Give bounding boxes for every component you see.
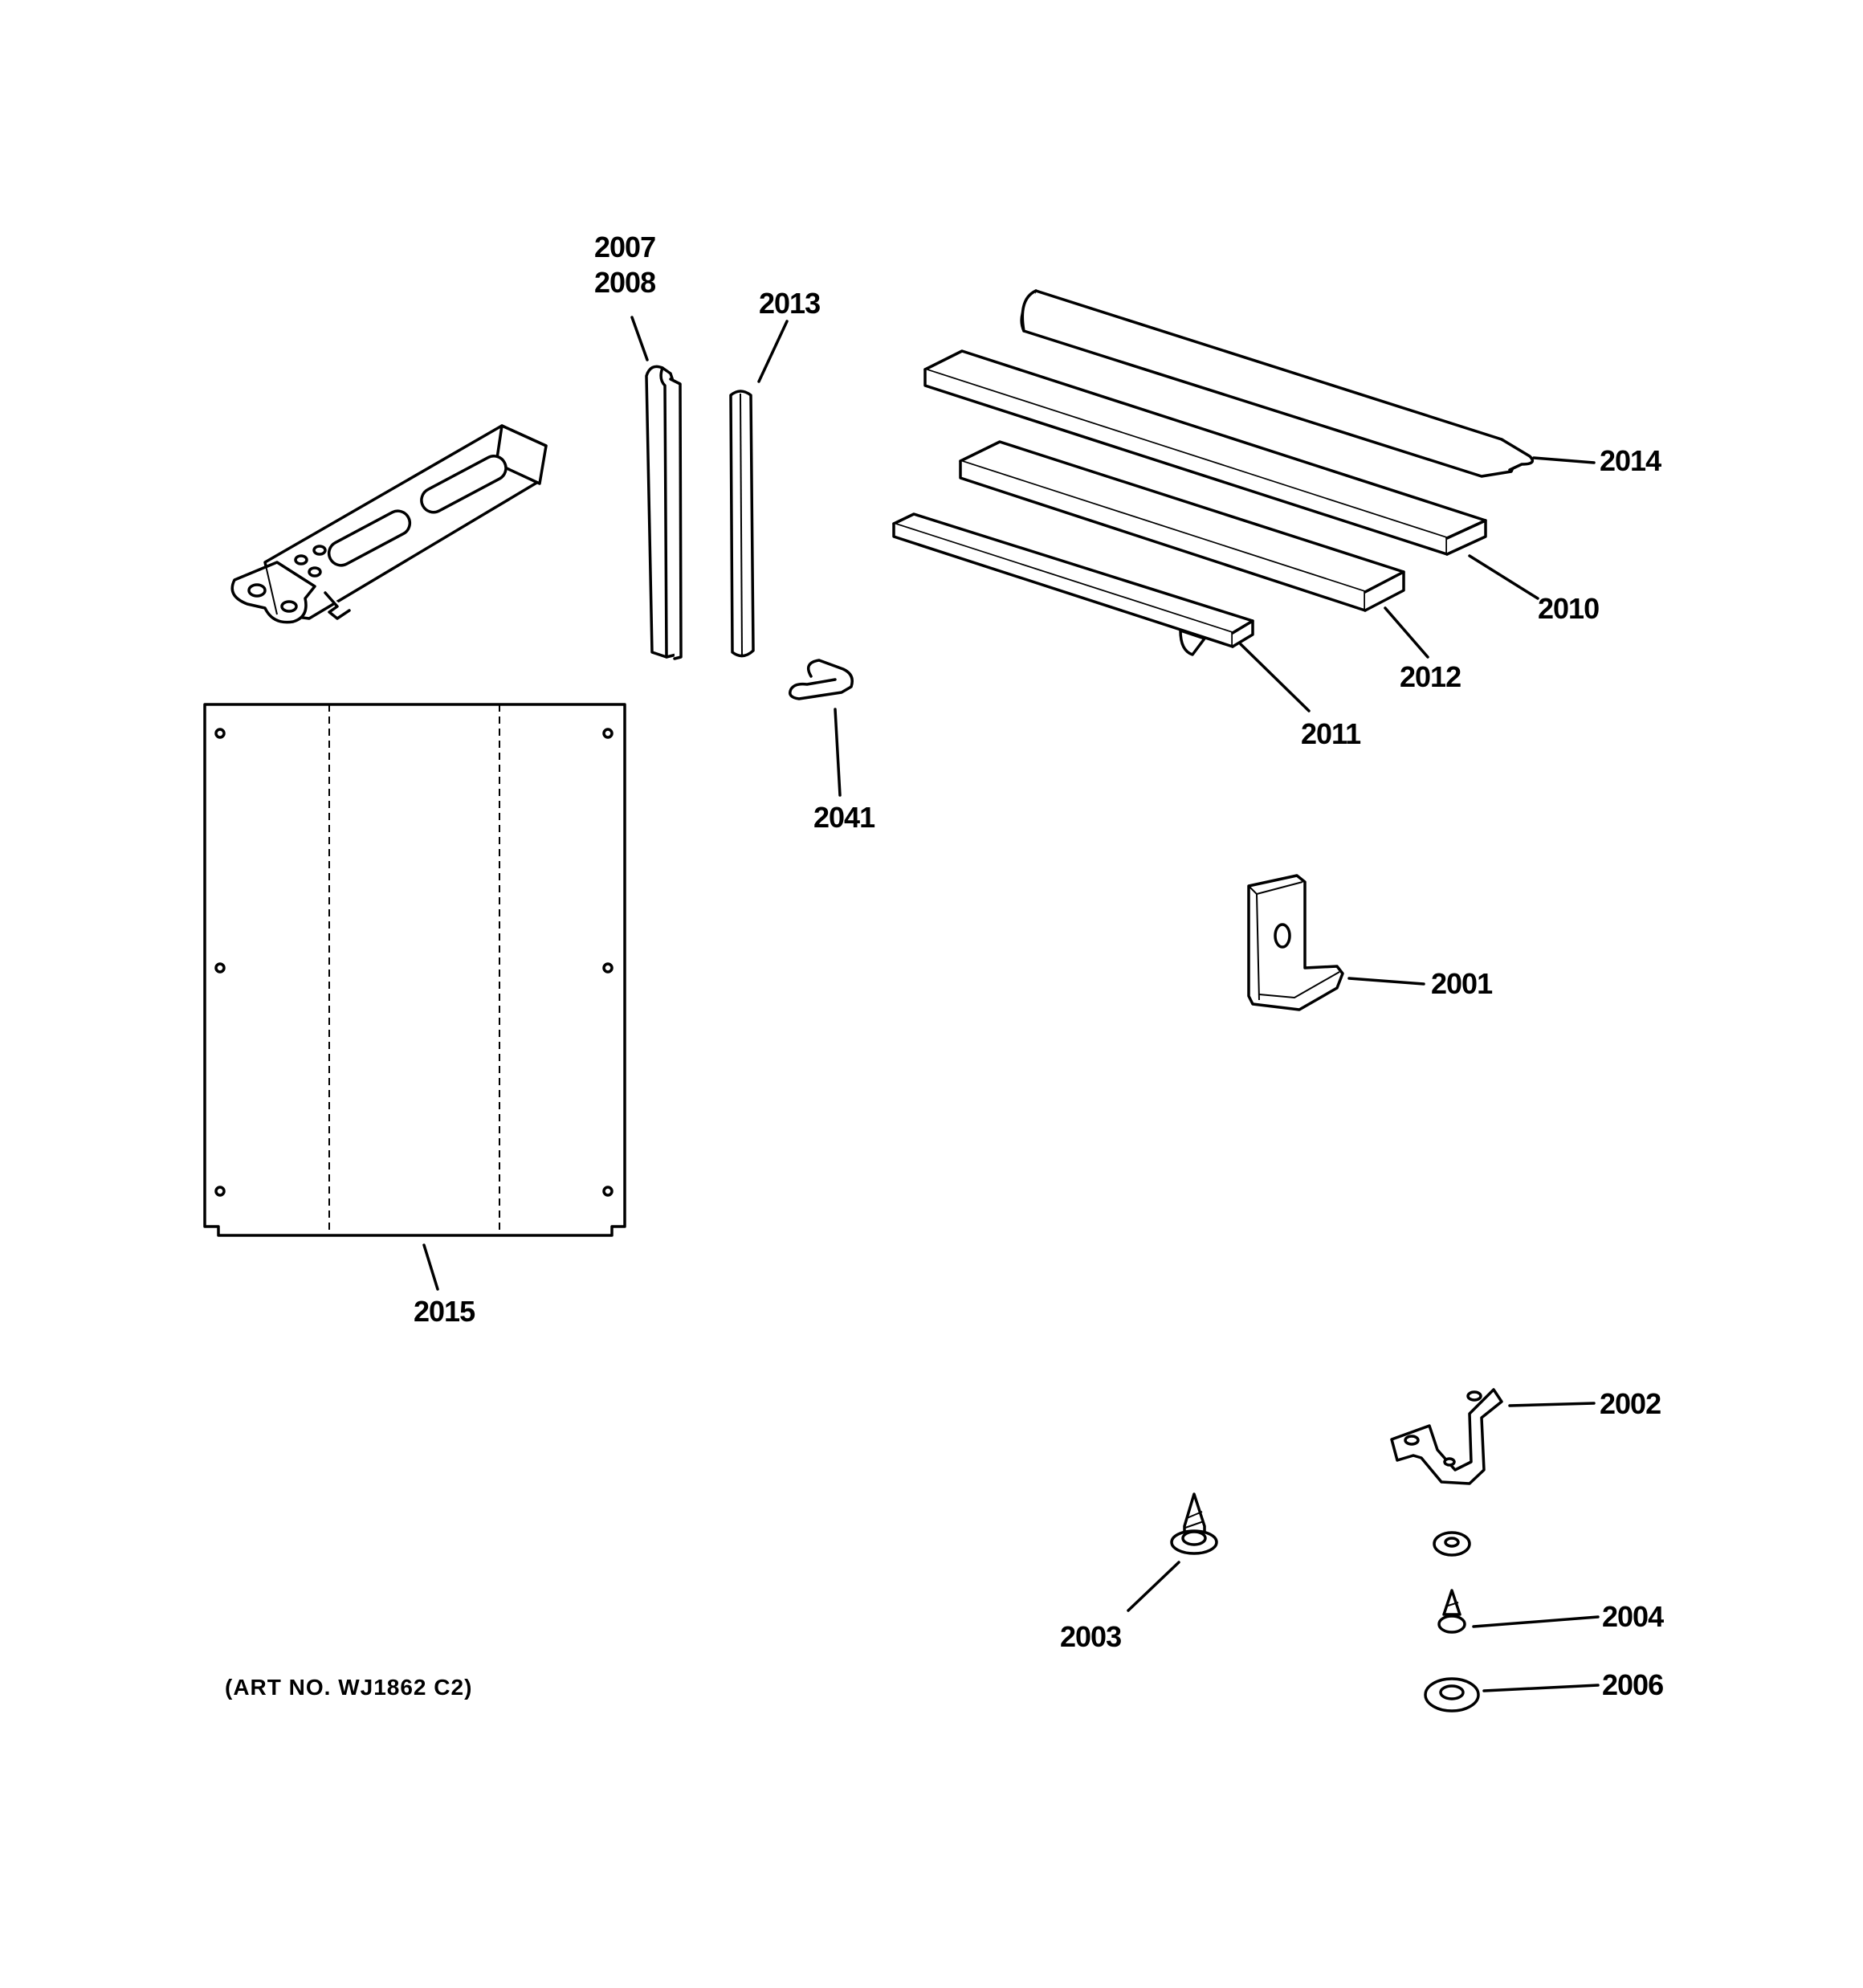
channel-strip-part-2007-2008: 2007 2008 — [594, 231, 683, 660]
round-seal-part-2014: 2014 — [1020, 289, 1662, 478]
foam-strip-part-2010: 2010 — [923, 349, 1600, 625]
seal-strip-part-2013: 2013 — [729, 287, 821, 658]
panel-part-2015: 2015 — [203, 703, 626, 1328]
screw-part-2004: 2004 — [1437, 1589, 1665, 1634]
angle-bracket-part-2001: 2001 — [1247, 874, 1494, 1011]
callout-2015: 2015 — [414, 1295, 475, 1328]
foam-strip-part-2012: 2012 — [959, 440, 1461, 693]
art-number: (ART NO. WJ1862 C2) — [225, 1675, 472, 1700]
callout-2008: 2008 — [594, 266, 655, 299]
callout-2003: 2003 — [1060, 1620, 1121, 1653]
callout-2010: 2010 — [1538, 592, 1599, 625]
callout-2006: 2006 — [1602, 1668, 1663, 1701]
side-bracket-part — [230, 424, 548, 624]
callout-2012: 2012 — [1400, 660, 1461, 693]
callout-2007: 2007 — [594, 231, 655, 263]
screw-part-2003: 2003 — [1060, 1492, 1218, 1653]
bracket-part-2002: 2002 — [1390, 1387, 1661, 1485]
callout-2011: 2011 — [1301, 717, 1361, 750]
callout-2001: 2001 — [1431, 967, 1493, 1000]
callout-2002: 2002 — [1600, 1387, 1661, 1420]
clip-part-2041: 2041 — [789, 659, 876, 834]
foam-strip-part-2011: 2011 — [892, 512, 1362, 750]
callout-2014: 2014 — [1600, 444, 1661, 477]
washer-part-2006: 2006 — [1424, 1668, 1664, 1712]
callout-2004: 2004 — [1602, 1600, 1664, 1633]
callout-2041: 2041 — [813, 801, 875, 834]
washer-part — [1433, 1531, 1471, 1557]
callout-2013: 2013 — [759, 287, 820, 320]
